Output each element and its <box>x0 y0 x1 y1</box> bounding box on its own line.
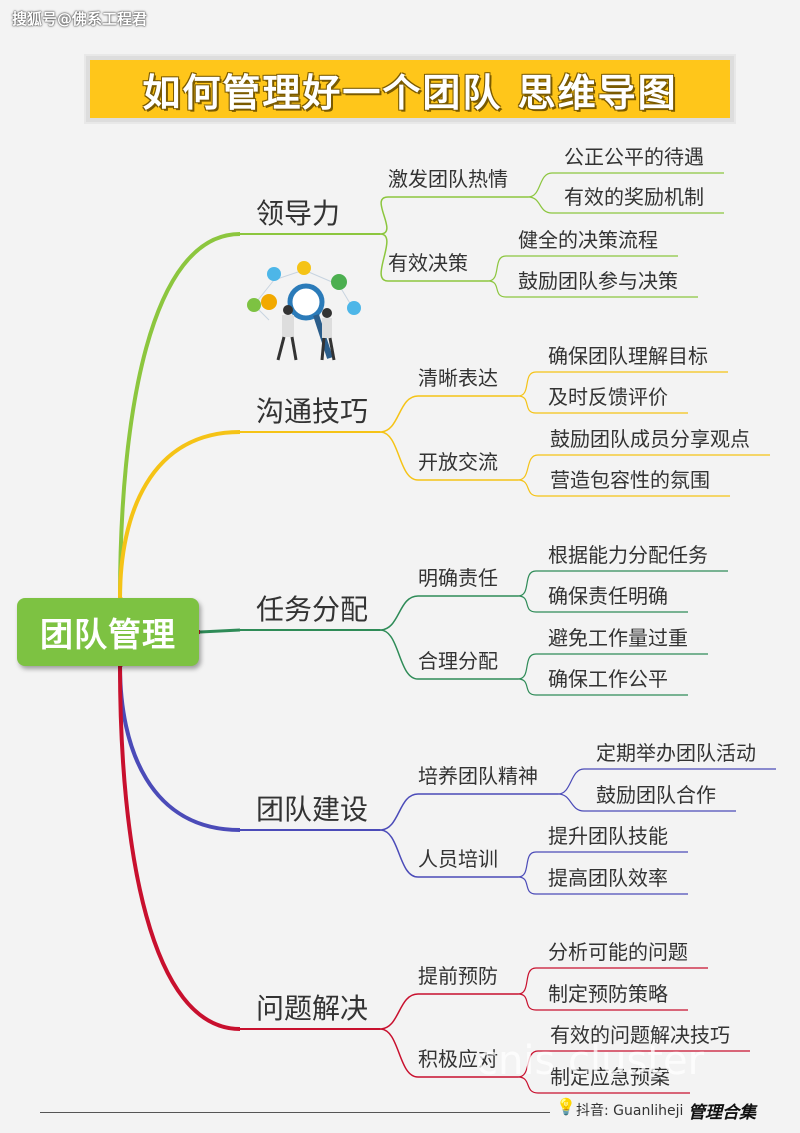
sub-label-1-1: 开放交流 <box>418 450 498 474</box>
footer-divider <box>40 1112 550 1113</box>
leaf-label-1-1-1: 营造包容性的氛围 <box>550 468 710 492</box>
team-analysis-illustration <box>247 261 361 361</box>
connector-line <box>118 430 241 599</box>
connector-line <box>379 829 419 878</box>
leaf-label-4-0-0: 分析可能的问题 <box>548 940 688 964</box>
leaf-label-4-1-0: 有效的问题解决技巧 <box>550 1023 730 1047</box>
leaf-label-2-1-1: 确保工作公平 <box>548 667 668 691</box>
connector-line <box>517 1050 539 1078</box>
footer-text: 抖音: Guanliheji <box>576 1103 684 1119</box>
connector-line <box>517 876 537 895</box>
sub-label-0-0: 激发团队热情 <box>388 167 508 191</box>
leaf-label-2-0-1: 确保责任明确 <box>548 584 668 608</box>
connector-line <box>517 479 539 497</box>
title-banner: 如何管理好一个团队 思维导图 <box>86 56 734 122</box>
sub-label-2-0: 明确责任 <box>418 566 498 590</box>
leaf-label-0-1-0: 健全的决策流程 <box>518 228 658 252</box>
watermark-overlay: cnis cluster <box>476 1038 705 1084</box>
connector-line <box>118 232 241 599</box>
connector-line <box>517 851 537 878</box>
footer-brand: 管理合集 <box>688 1103 756 1123</box>
leaf-label-0-0-1: 有效的奖励机制 <box>564 185 704 209</box>
connector-line <box>517 595 537 613</box>
watermark-top: 搜狐号@佛系工程君 <box>12 10 148 28</box>
leaf-label-1-0-1: 及时反馈评价 <box>548 385 668 409</box>
sub-label-3-1: 人员培训 <box>418 847 498 871</box>
connector-line <box>557 793 585 812</box>
branch-label-4: 问题解决 <box>256 992 369 1025</box>
leaf-label-3-1-0: 提升团队技能 <box>548 824 668 848</box>
connector-line <box>118 665 241 1031</box>
leaf-label-2-0-0: 根据能力分配任务 <box>548 543 708 567</box>
branch-label-0: 领导力 <box>256 197 341 230</box>
connector-line <box>517 653 537 680</box>
page-title: 如何管理好一个团队 思维导图 <box>142 70 678 115</box>
connector-line <box>487 280 507 298</box>
leaf-label-0-1-1: 鼓励团队参与决策 <box>518 269 678 293</box>
sub-label-2-1: 合理分配 <box>418 649 498 673</box>
connector-line <box>517 454 539 481</box>
connector-line <box>517 1076 539 1094</box>
root-label: 团队管理 <box>40 615 176 654</box>
connector-line <box>557 768 585 795</box>
sub-label-0-1: 有效决策 <box>388 251 468 275</box>
sub-label-3-0: 培养团队精神 <box>418 764 538 788</box>
connector-line <box>527 196 553 214</box>
leaf-label-3-1-1: 提高团队效率 <box>548 866 668 890</box>
leaf-label-1-1-0: 鼓励团队成员分享观点 <box>550 427 750 451</box>
leaf-label-1-0-0: 确保团队理解目标 <box>548 344 708 368</box>
lightbulb-icon: 💡 <box>556 1097 576 1116</box>
connector-line <box>379 431 419 481</box>
connector-line <box>517 570 537 597</box>
connector-line <box>118 665 241 832</box>
connector-line <box>379 595 419 631</box>
leaf-label-4-0-1: 制定预防策略 <box>548 982 668 1006</box>
connector-line <box>517 395 537 414</box>
connector-line <box>517 678 537 696</box>
connector-line <box>527 172 553 198</box>
connector-line <box>379 629 419 680</box>
branch-label-1: 沟通技巧 <box>256 395 369 428</box>
connector-line <box>517 371 537 397</box>
connector-line <box>199 628 241 634</box>
root-node: 团队管理 <box>17 598 199 666</box>
leaf-label-2-1-0: 避免工作量过重 <box>548 626 688 650</box>
connector-line <box>517 967 537 995</box>
sub-label-1-0: 清晰表达 <box>418 366 498 390</box>
leaf-label-0-0-0: 公正公平的待遇 <box>564 145 704 169</box>
connector-line <box>379 793 419 831</box>
connector-line <box>487 255 507 282</box>
sub-label-4-0: 提前预防 <box>418 964 498 988</box>
connector-line <box>379 196 389 235</box>
branch-label-2: 任务分配 <box>256 593 369 626</box>
leaf-label-3-0-1: 鼓励团队合作 <box>596 783 716 807</box>
connector-line <box>379 993 419 1030</box>
sub-label-4-1: 积极应对 <box>418 1047 498 1071</box>
connector-line <box>379 1028 419 1078</box>
leaf-label-3-0-0: 定期举办团队活动 <box>596 741 756 765</box>
leaf-label-4-1-1: 制定应急预案 <box>550 1065 670 1089</box>
connector-line <box>517 993 537 1011</box>
connector-line <box>379 395 419 433</box>
branch-label-3: 团队建设 <box>256 793 369 826</box>
connector-line <box>379 233 389 282</box>
